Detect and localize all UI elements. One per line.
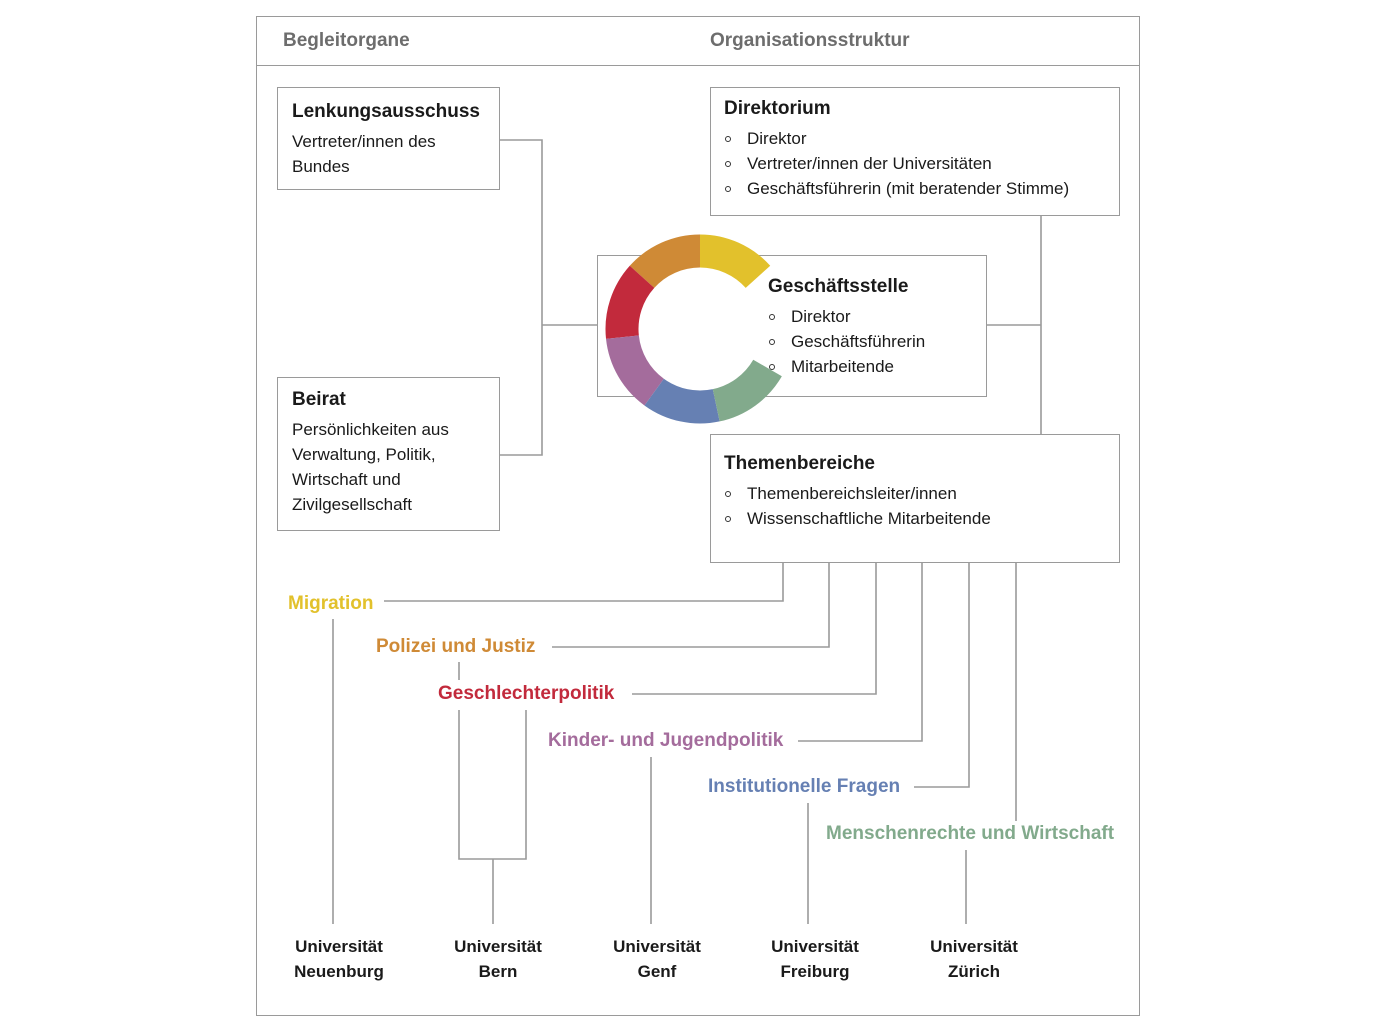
ring-segment [629,234,701,289]
ring-segment [712,359,782,422]
beirat-text-line: Wirtschaft und [292,470,401,489]
university-line: Universität [454,937,542,956]
ring-segment [605,265,655,339]
beirat-box: Beirat Persönlichkeiten aus Verwaltung, … [277,377,500,531]
geschaeftsstelle-item: Geschäftsführerin [768,329,925,354]
direktorium-item: Geschäftsführerin (mit beratender Stimme… [724,176,1106,201]
geschaeftsstelle-list: Direktor Geschäftsführerin Mitarbeitende [768,304,925,379]
topic-menschenrechte-und-wirtschaft: Menschenrechte und Wirtschaft [826,823,1115,844]
beirat-text-line: Verwaltung, Politik, [292,445,436,464]
themenbereiche-item: Wissenschaftliche Mitarbeitende [724,506,1106,531]
geschaeftsstelle-title: Geschäftsstelle [768,276,909,297]
lenkungsausschuss-title: Lenkungsausschuss [292,101,480,122]
direktorium-box: Direktorium Direktor Vertreter/innen der… [710,87,1120,216]
beirat-text-line: Persönlichkeiten aus [292,420,449,439]
direktorium-title: Direktorium [724,98,831,119]
topic-kinder-und-jugendpolitik: Kinder- und Jugendpolitik [548,730,784,751]
university-genf: Universität Genf [587,934,727,984]
lenkungsausschuss-text-line: Vertreter/innen des [292,132,436,151]
ring-segment [644,378,720,424]
beirat-text-line: Zivilgesellschaft [292,495,412,514]
themenbereiche-list: Themenbereichsleiter/innen Wissenschaftl… [724,481,1106,531]
university-zuerich: Universität Zürich [904,934,1044,984]
beirat-title: Beirat [292,389,346,410]
ring-segment [606,334,665,406]
university-line: Universität [771,937,859,956]
university-freiburg: Universität Freiburg [745,934,885,984]
university-name: Zürich [948,962,1000,981]
themenbereiche-title: Themenbereiche [724,453,875,474]
geschaeftsstelle-box: Geschäftsstelle Direktor Geschäftsführer… [597,255,987,397]
ring-segment [699,234,771,289]
university-name: Neuenburg [294,962,384,981]
university-line: Universität [295,937,383,956]
diagram-frame [256,16,1140,1016]
topic-polizei-und-justiz: Polizei und Justiz [376,636,536,657]
university-name: Genf [637,962,677,981]
themenbereiche-item: Themenbereichsleiter/innen [724,481,1106,506]
lenkungsausschuss-text: Vertreter/innen des Bundes [292,129,485,179]
direktorium-item: Direktor [724,126,1106,151]
university-name: Bern [478,962,518,981]
university-line: Universität [613,937,701,956]
lenkungsausschuss-text-line: Bundes [292,157,350,176]
geschaeftsstelle-item: Direktor [768,304,925,329]
lenkungsausschuss-box: Lenkungsausschuss Vertreter/innen des Bu… [277,87,500,190]
themenbereiche-box: Themenbereiche Themenbereichsleiter/inne… [710,434,1120,563]
university-line: Universität [930,937,1018,956]
header-divider [256,65,1140,66]
ring-logo-icon [605,234,782,424]
geschaeftsstelle-content: Geschäftsstelle Direktor Geschäftsführer… [768,276,925,379]
beirat-text: Persönlichkeiten aus Verwaltung, Politik… [292,417,485,517]
direktorium-list: Direktor Vertreter/innen der Universität… [724,126,1106,201]
university-neuenburg: Universität Neuenburg [269,934,409,984]
section-title-begleitorgane: Begleitorgane [283,30,410,51]
section-title-organisationsstruktur: Organisationsstruktur [710,30,910,51]
topic-institutionelle-fragen: Institutionelle Fragen [708,776,901,797]
university-name: Freiburg [780,962,850,981]
direktorium-item: Vertreter/innen der Universitäten [724,151,1106,176]
university-bern: Universität Bern [428,934,568,984]
geschaeftsstelle-item: Mitarbeitende [768,354,925,379]
topic-geschlechterpolitik: Geschlechterpolitik [438,683,615,704]
topic-migration: Migration [288,593,374,614]
